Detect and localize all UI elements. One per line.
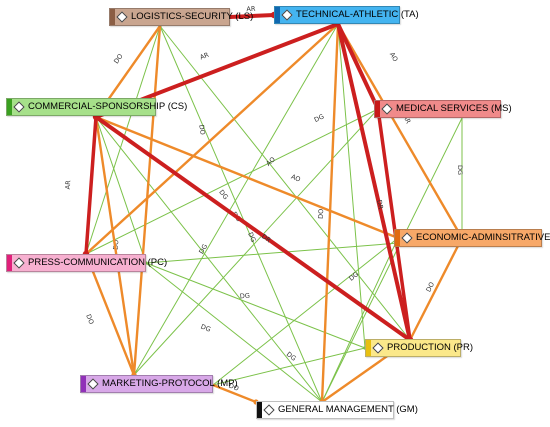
edge-label: AR xyxy=(199,51,211,62)
edge-dg xyxy=(95,116,323,403)
edge-ao xyxy=(320,22,340,404)
edge-label: AR xyxy=(64,180,73,190)
edge-label: DO xyxy=(197,124,206,135)
edge-dg xyxy=(212,237,399,386)
node-label: PRESS-COMMUNICATION (PC) xyxy=(28,257,168,269)
node-label: GENERAL MANAGEMENT (GM) xyxy=(278,404,418,416)
edge-ao xyxy=(132,24,162,377)
edge-ar xyxy=(336,22,412,342)
edge-ao xyxy=(94,115,400,240)
diamond-icon xyxy=(263,404,275,416)
node-label: MARKETING-PROTOCOL (MP) xyxy=(102,378,238,390)
diamond-icon xyxy=(13,257,25,269)
diamond-icon xyxy=(87,378,99,390)
edge-dg xyxy=(95,116,147,264)
diamond-icon xyxy=(13,101,25,113)
edge-dg xyxy=(133,23,339,376)
edge-label: DG xyxy=(217,188,230,201)
edge-ar xyxy=(336,22,380,111)
node-marketing-protocol[interactable]: MARKETING-PROTOCOL (MP) xyxy=(80,375,238,393)
node-tab xyxy=(366,340,371,356)
edge-ao xyxy=(84,252,136,377)
node-label: ECONOMIC-ADMINSITRATIVE (EA) xyxy=(416,232,550,244)
diamond-icon xyxy=(372,342,384,354)
edge-ao xyxy=(408,236,464,342)
edge-label: DG xyxy=(313,112,326,124)
node-technical-athletic[interactable]: TECHNICAL-ATHLETIC (TA) xyxy=(274,6,419,24)
edge-dg xyxy=(337,23,366,349)
diamond-icon xyxy=(381,103,393,115)
edge-label: DG xyxy=(285,350,298,363)
node-tab xyxy=(81,376,86,392)
node-label: MEDICAL SERVICES (MS) xyxy=(396,103,512,115)
node-tab xyxy=(7,255,12,271)
edge-ao xyxy=(211,383,258,404)
edge-label: DO xyxy=(112,52,124,65)
edge-label: AO xyxy=(264,155,276,167)
edge-label: DG xyxy=(200,323,212,334)
node-production[interactable]: PRODUCTION (PR) xyxy=(365,339,473,357)
node-label: LOGISTICS-SECURITY (LS) xyxy=(131,11,254,23)
edge-ao xyxy=(94,115,136,377)
diamond-icon xyxy=(401,232,413,244)
node-medical-services[interactable]: MEDICAL SERVICES (MS) xyxy=(374,100,512,118)
diamond-icon xyxy=(116,11,128,23)
edge-dg xyxy=(85,25,161,255)
edge-label: AR xyxy=(401,113,412,125)
edge-label: DO xyxy=(424,281,436,294)
node-general-management[interactable]: GENERAL MANAGEMENT (GM) xyxy=(256,401,418,419)
edge-ao xyxy=(336,22,464,240)
node-tab xyxy=(395,230,400,246)
edge-label: AR xyxy=(246,5,256,13)
edge-label: DG xyxy=(240,292,251,301)
edge-ar xyxy=(376,107,412,342)
edge-dg xyxy=(145,262,323,403)
node-commercial-sponsorship[interactable]: COMMERCIAL-SPONSORSHIP (CS) xyxy=(6,98,187,116)
node-logistics-security[interactable]: LOGISTICS-SECURITY (LS) xyxy=(109,8,253,26)
edge-ar xyxy=(84,115,98,256)
diamond-icon xyxy=(281,9,293,21)
node-tab xyxy=(7,99,12,115)
edge-dg xyxy=(321,237,399,403)
edge-ar xyxy=(228,13,276,19)
edge-ar xyxy=(94,115,412,342)
edge-label: DR xyxy=(375,199,385,211)
edge-label: DO xyxy=(228,382,240,393)
edge-dg xyxy=(145,262,366,349)
node-press-communication[interactable]: PRESS-COMMUNICATION (PC) xyxy=(6,254,167,272)
edge-label: DG xyxy=(456,165,464,175)
edge-label: AO xyxy=(388,51,400,63)
node-label: PRODUCTION (PR) xyxy=(387,342,474,354)
node-economic-adminsitrative[interactable]: ECONOMIC-ADMINSITRATIVE (EA) xyxy=(394,229,550,247)
edge-label: AO xyxy=(290,173,302,184)
node-tab xyxy=(375,101,380,117)
node-tab xyxy=(257,402,262,418)
edge-dg xyxy=(212,347,366,386)
edge-dg xyxy=(159,25,323,403)
node-tab xyxy=(275,7,280,23)
edge-label: DG xyxy=(197,243,209,256)
edge-dg xyxy=(133,108,379,376)
edge-label: DO xyxy=(84,313,95,325)
node-tab xyxy=(110,9,115,25)
edge-label: DO xyxy=(317,209,325,219)
edge-label: DG xyxy=(246,231,257,243)
node-label: COMMERCIAL-SPONSORSHIP (CS) xyxy=(28,101,188,113)
node-label: TECHNICAL-ATHLETIC (TA) xyxy=(296,9,419,21)
edge-ao xyxy=(84,22,340,256)
